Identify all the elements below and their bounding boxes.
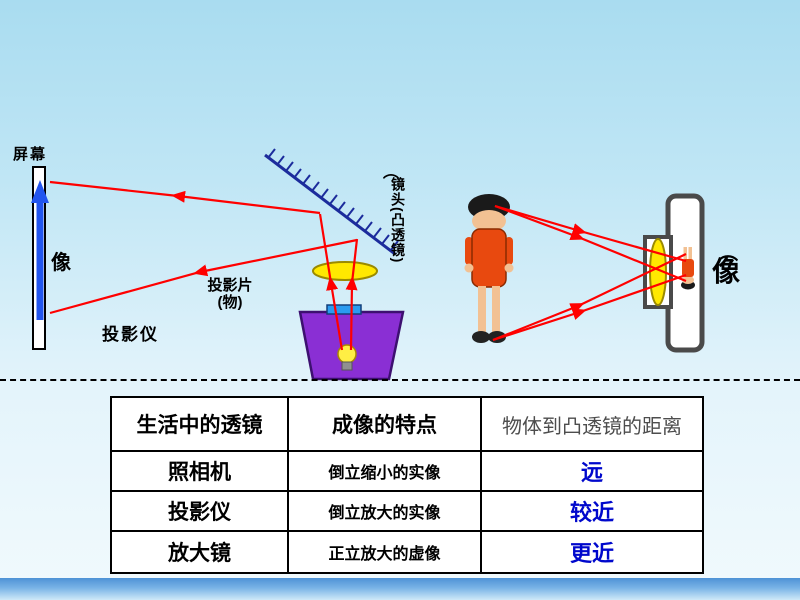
table-header-device: 生活中的透镜 <box>110 396 289 452</box>
device-cell: 照相机 <box>110 450 289 492</box>
feature-cell: 正立放大的虚像 <box>287 530 482 574</box>
device-cell: 放大镜 <box>110 530 289 574</box>
projection-screen <box>31 166 49 350</box>
slide-object-label-line1: 投影片 <box>207 277 253 294</box>
lens-label: 镜头(凸透镜) <box>390 177 406 264</box>
plane-mirror <box>264 148 399 256</box>
image-label-left: 像 <box>51 252 71 274</box>
feature-cell: 倒立缩小的实像 <box>287 450 482 492</box>
camera-body <box>643 193 705 353</box>
image-label-right-arc: ︵ <box>718 242 738 264</box>
lens-summary-table: 生活中的透镜 成像的特点 物体到凸透镜的距离 照相机 倒立缩小的实像 远 投影仪… <box>110 396 704 574</box>
bottom-bar <box>0 578 800 600</box>
light-rays-camera <box>492 204 687 342</box>
table-row: 照相机 倒立缩小的实像 远 <box>110 450 704 492</box>
inverted-image <box>681 247 695 290</box>
light-rays-projector <box>49 180 359 351</box>
lens-label-arc: ︵ <box>383 164 400 181</box>
dashed-separator <box>0 379 800 381</box>
distance-cell: 远 <box>480 450 704 492</box>
table-header-row: 生活中的透镜 成像的特点 物体到凸透镜的距离 <box>110 396 704 452</box>
device-cell: 投影仪 <box>110 490 289 532</box>
distance-cell: 更近 <box>480 530 704 574</box>
projector-label: 投影仪 <box>102 325 159 344</box>
slide-object-label: 投影片 (物) <box>192 277 268 311</box>
projector-lens <box>312 261 378 281</box>
screen-label: 屏幕 <box>13 146 48 163</box>
feature-cell: 倒立放大的实像 <box>287 490 482 532</box>
table-header-feature: 成像的特点 <box>287 396 482 452</box>
cartoon-character <box>464 194 514 343</box>
image-arrow <box>36 200 44 320</box>
distance-cell: 较近 <box>480 490 704 532</box>
image-label-right: 像 <box>712 256 741 287</box>
slide-object-label-line2: (物) <box>217 294 243 311</box>
table-header-distance: 物体到凸透镜的距离 <box>480 396 704 452</box>
table-row: 投影仪 倒立放大的实像 较近 <box>110 490 704 532</box>
film-slide <box>326 304 362 315</box>
table-row: 放大镜 正立放大的虚像 更近 <box>110 530 704 574</box>
optics-diagram <box>31 148 705 381</box>
